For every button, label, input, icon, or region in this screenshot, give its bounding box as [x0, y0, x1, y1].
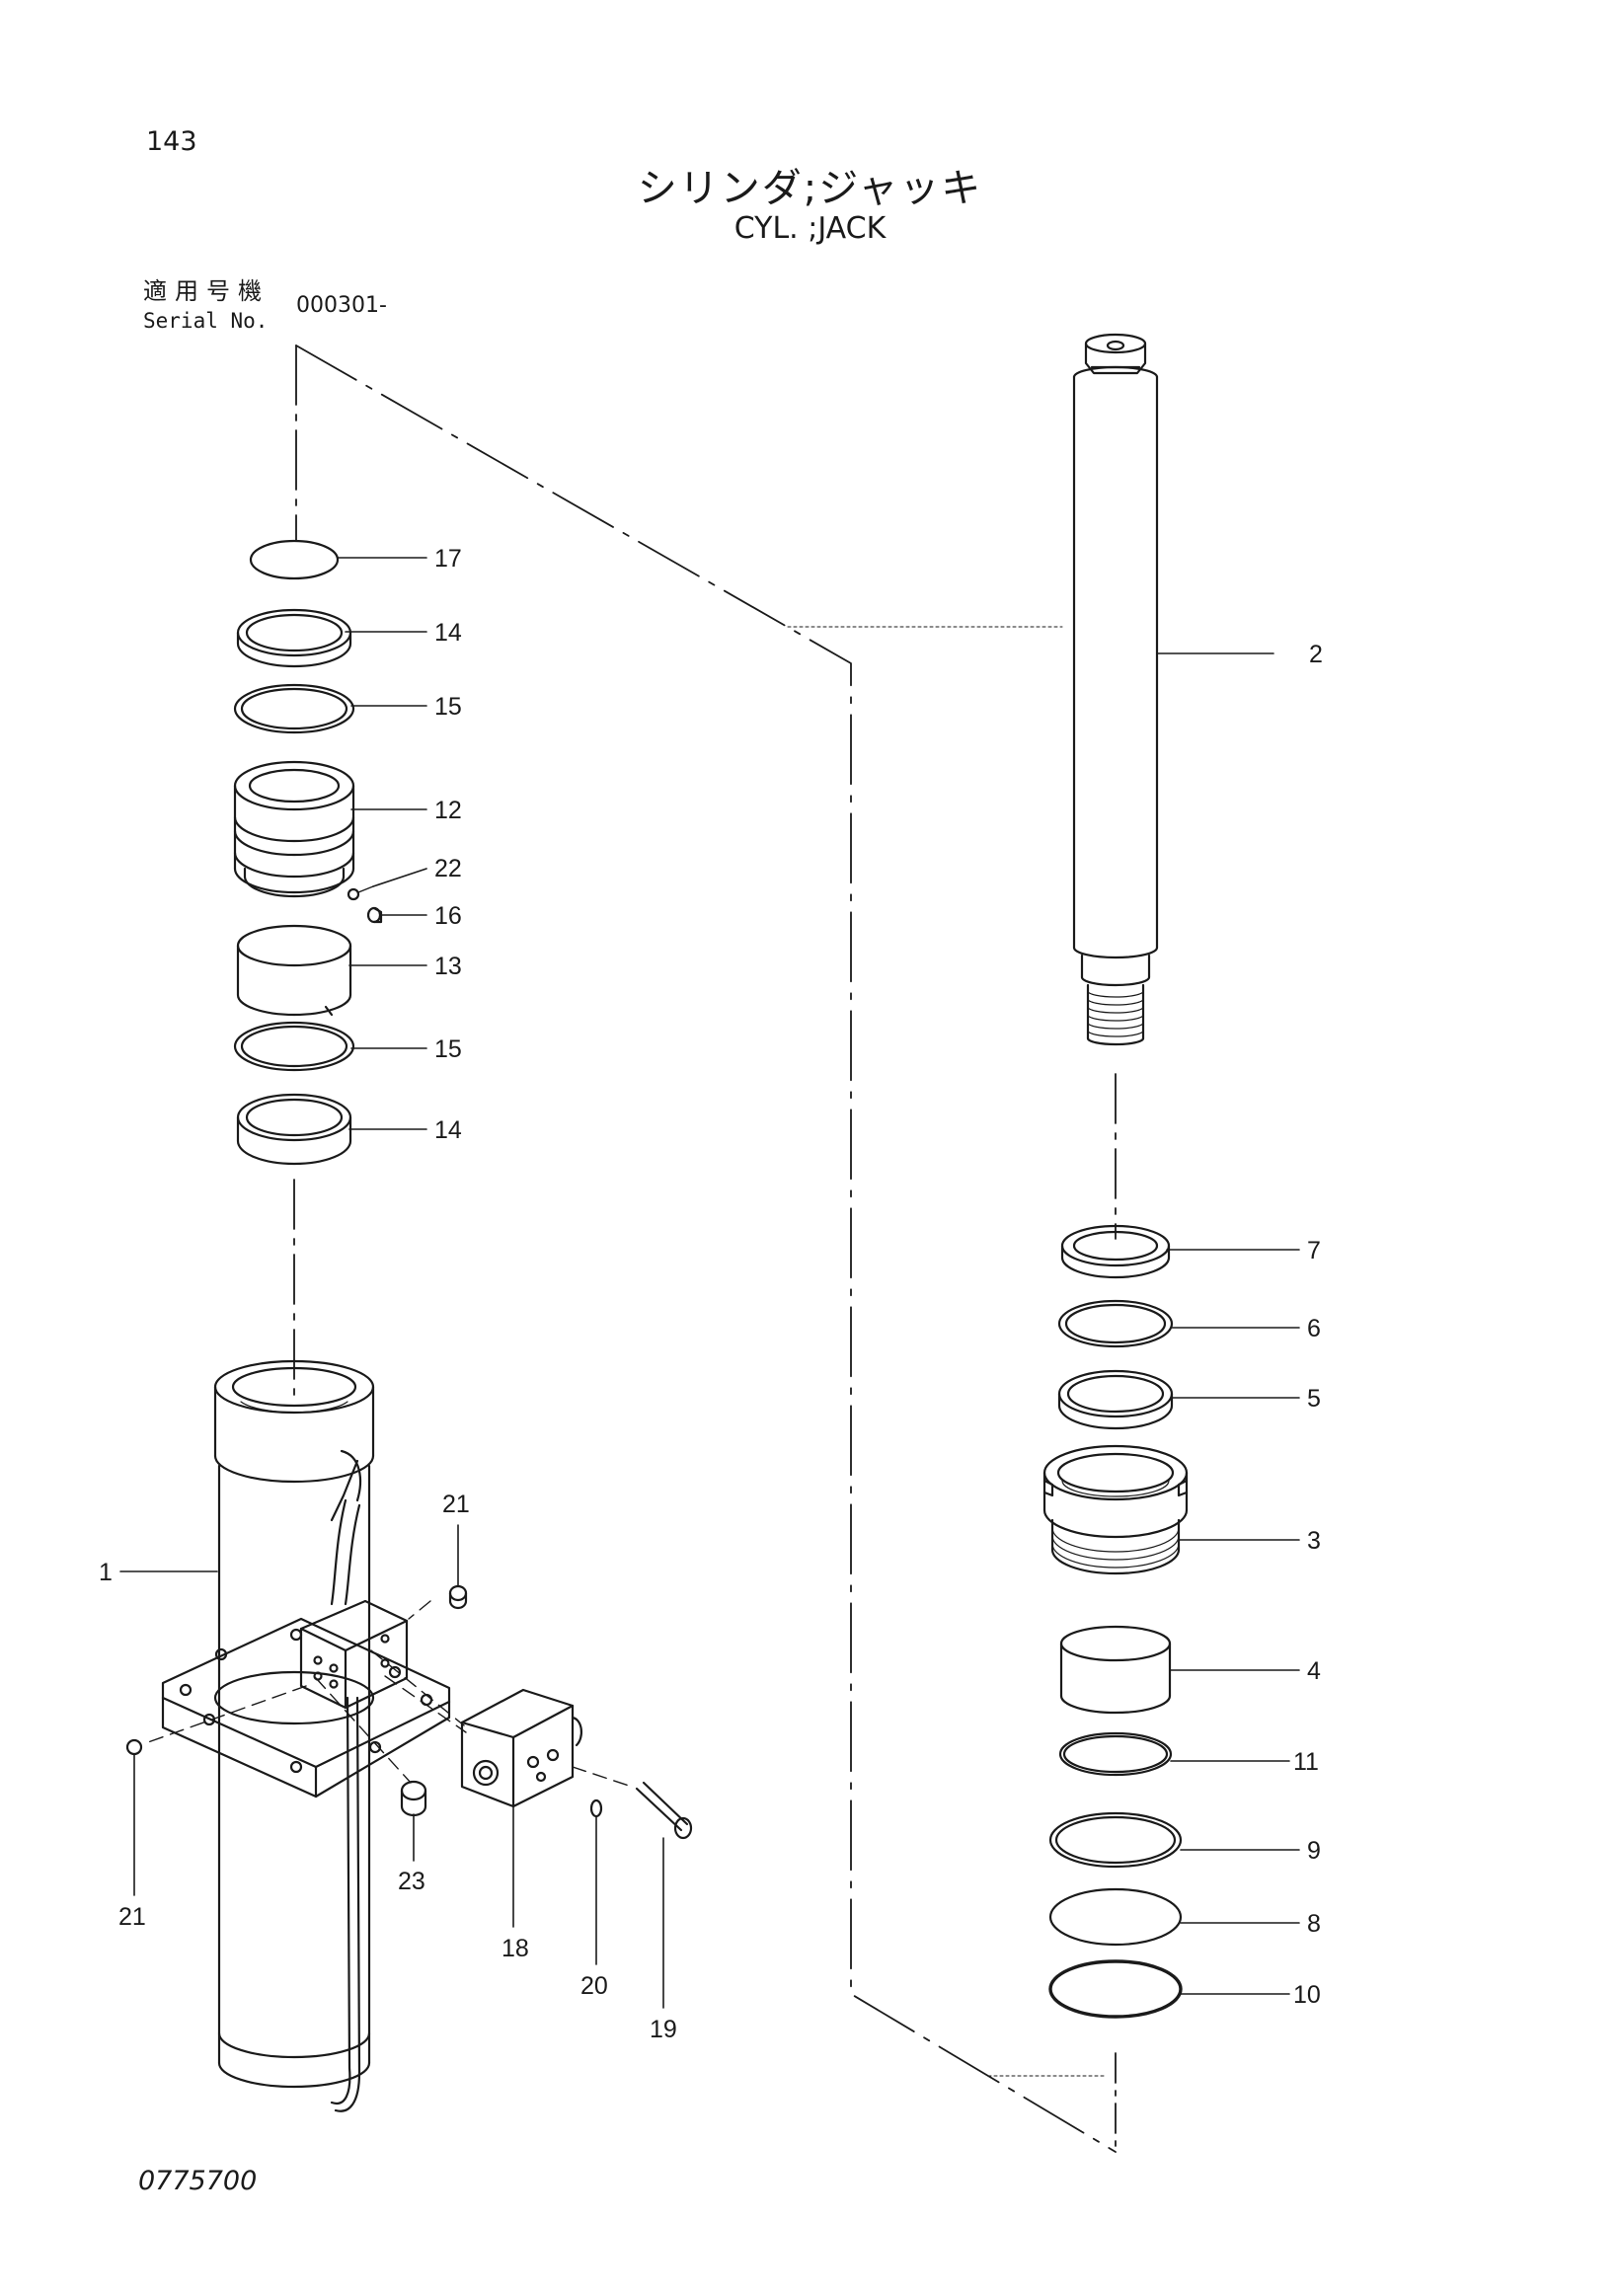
part-22-ball: [347, 885, 374, 901]
page-title-japanese: シリンダ;ジャッキ: [637, 166, 983, 211]
callout-20: 20: [580, 1972, 608, 2000]
callout-9: 9: [1307, 1837, 1321, 1865]
valve-alignment-lines: [147, 1600, 633, 1788]
callout-10: 10: [1293, 1981, 1321, 2009]
callout-21-left: 21: [118, 1903, 146, 1931]
callout-22: 22: [434, 855, 462, 882]
part-17-o-ring: [249, 539, 340, 580]
serial-label-english: Serial No.: [143, 309, 269, 333]
part-21-plug-left: [125, 1738, 143, 1756]
callout-15-bottom: 15: [434, 1035, 462, 1063]
callout-8: 8: [1307, 1910, 1321, 1938]
part-10-o-ring: [1048, 1959, 1183, 2019]
part-11-snap-ring: [1058, 1731, 1173, 1777]
callout-5: 5: [1307, 1385, 1321, 1413]
callout-11: 11: [1293, 1748, 1319, 1776]
part-13-wear-ring: [236, 924, 352, 1017]
part-14-backup-ring-bottom: [236, 1093, 352, 1166]
callout-21-right: 21: [442, 1491, 470, 1518]
callout-19: 19: [650, 2016, 677, 2043]
callout-14-top: 14: [434, 619, 462, 647]
part-1-cylinder-tube: [161, 1359, 451, 2112]
assembly-centerlines: [293, 344, 1117, 2153]
part-23-plug: [400, 1780, 427, 1817]
part-6-seal: [1057, 1299, 1174, 1348]
part-4-bushing: [1059, 1625, 1172, 1715]
callout-13: 13: [434, 953, 462, 980]
part-12-piston: [233, 760, 355, 898]
part-18-valve: [460, 1688, 582, 1808]
callout-23: 23: [398, 1868, 425, 1895]
serial-number-value: 000301-: [296, 293, 387, 318]
part-15-seal-bottom: [233, 1021, 355, 1072]
part-21-plug-right: [448, 1584, 468, 1610]
callout-12: 12: [434, 797, 462, 824]
page-number: 143: [146, 126, 197, 157]
part-2-piston-rod: [1072, 333, 1159, 1046]
part-8-o-ring: [1048, 1887, 1183, 1947]
part-3-rod-cover: [1042, 1444, 1189, 1575]
callout-7: 7: [1307, 1237, 1321, 1264]
callout-17: 17: [434, 545, 462, 573]
callout-14-bottom: 14: [434, 1116, 462, 1144]
callout-4: 4: [1307, 1657, 1321, 1685]
callout-16: 16: [434, 902, 462, 930]
part-19-bolt: [635, 1781, 693, 1840]
callout-2: 2: [1309, 641, 1323, 668]
part-20-washer: [589, 1799, 603, 1818]
callout-3: 3: [1307, 1527, 1321, 1555]
part-15-seal-top: [233, 683, 355, 734]
serial-label-japanese: 適用号機: [143, 277, 270, 305]
callout-18: 18: [501, 1935, 529, 1962]
page-title-english: CYL. ;JACK: [733, 211, 887, 246]
part-5-backup-ring: [1057, 1369, 1174, 1430]
callout-15-top: 15: [434, 693, 462, 721]
part-9-seal: [1048, 1811, 1183, 1869]
callout-6: 6: [1307, 1315, 1321, 1342]
callout-labels: 17 14 15 12 22 16 13 15 14 1 21 21 23 18…: [99, 545, 1323, 2043]
callout-1: 1: [99, 1559, 113, 1586]
part-7-dust-seal: [1060, 1224, 1171, 1279]
leader-lines: [119, 557, 1300, 2009]
part-14-backup-ring-top: [236, 608, 352, 668]
part-16-set-screw: [366, 906, 383, 924]
drawing-number: 0775700: [138, 2166, 258, 2196]
